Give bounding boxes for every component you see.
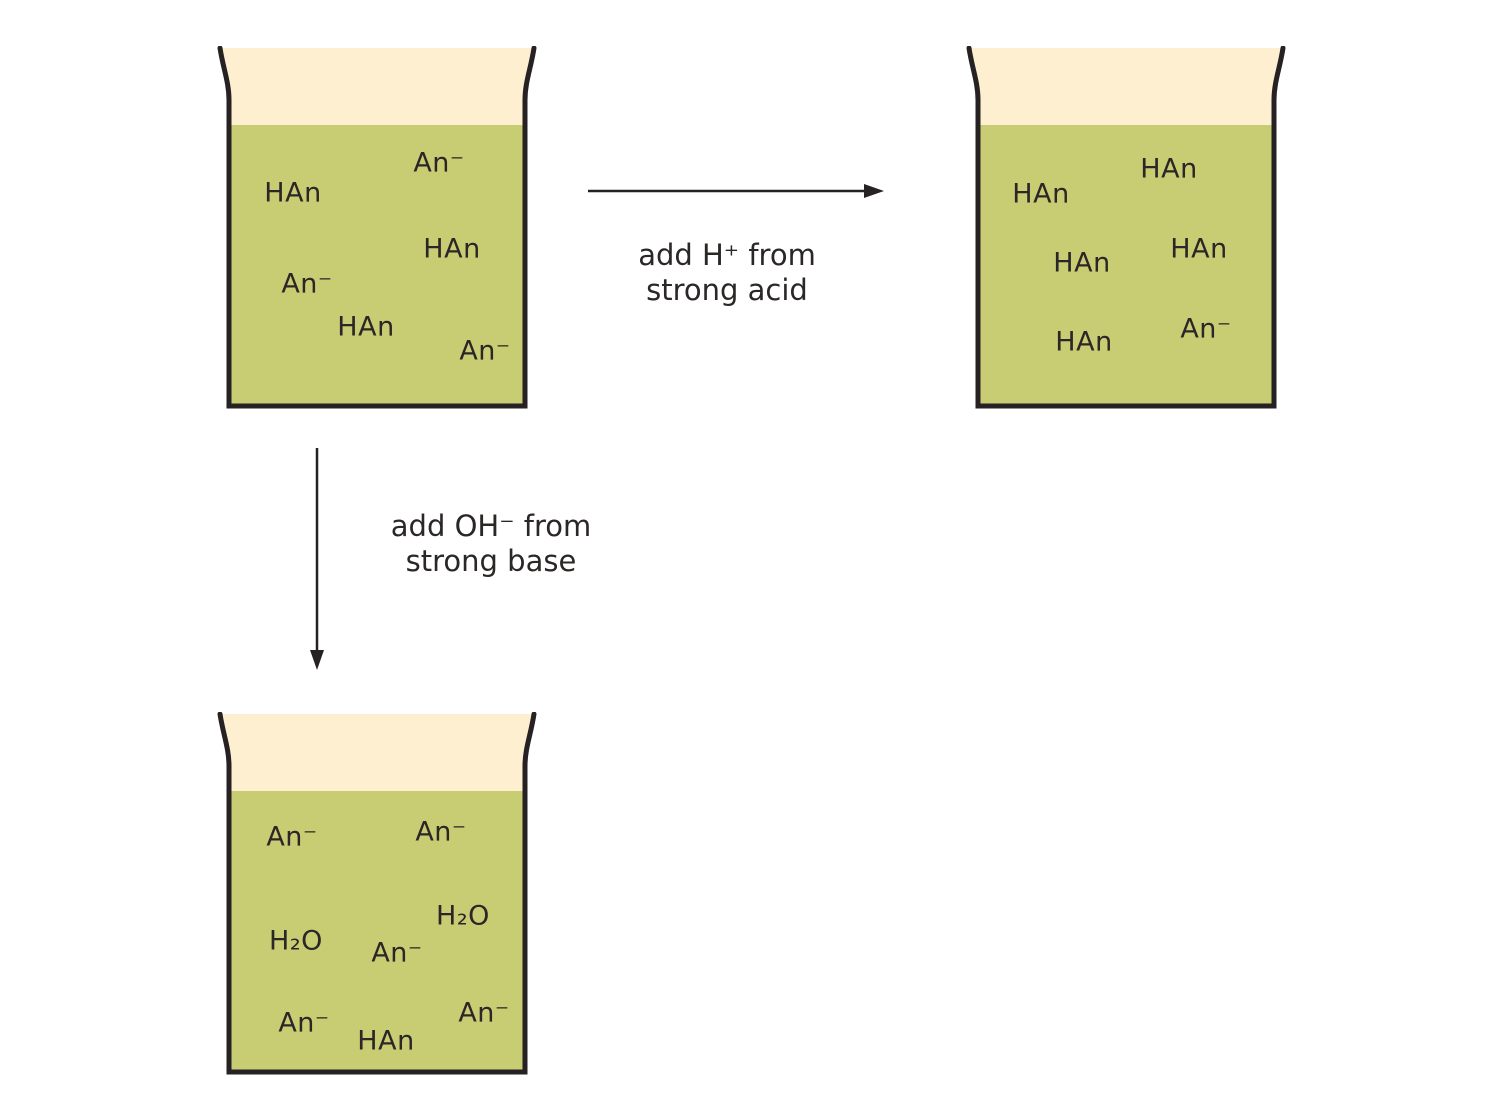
beaker-liquid <box>980 125 1272 404</box>
molecule-label: HAn <box>264 177 322 209</box>
molecule-label: An⁻ <box>371 937 423 969</box>
molecule-label: H₂O <box>269 925 323 957</box>
molecule-label: An⁻ <box>458 997 510 1029</box>
molecule-label: An⁻ <box>281 268 333 300</box>
beaker-after-base: An⁻ An⁻ H₂O H₂O An⁻ An⁻ An⁻ HAn <box>216 712 538 1077</box>
molecule-label: An⁻ <box>415 816 467 848</box>
beaker-glass <box>966 46 1286 409</box>
beaker-glass <box>217 712 537 1075</box>
down-arrow-icon <box>310 448 324 670</box>
beaker-initial-buffer: An⁻ HAn HAn An⁻ HAn An⁻ <box>216 46 538 411</box>
molecule-label: HAn <box>1055 326 1113 358</box>
beaker-after-acid: HAn HAn HAn HAn An⁻ HAn <box>965 46 1287 411</box>
right-arrow-icon <box>588 184 884 198</box>
molecule-label: HAn <box>337 311 395 343</box>
molecule-label: HAn <box>1053 247 1111 279</box>
molecule-label: HAn <box>1140 153 1198 185</box>
molecule-label: An⁻ <box>1180 313 1232 345</box>
molecule-label: HAn <box>1012 178 1070 210</box>
beaker-glass <box>217 46 537 409</box>
base-arrow-label-line1: add OH⁻ from <box>390 509 592 543</box>
molecule-label: HAn <box>1170 233 1228 265</box>
molecule-label: An⁻ <box>278 1007 330 1039</box>
molecule-label: An⁻ <box>459 335 511 367</box>
molecule-label: An⁻ <box>413 147 465 179</box>
base-arrow-label: add OH⁻ from strong base <box>361 509 621 579</box>
molecule-label: An⁻ <box>266 821 318 853</box>
beaker-liquid <box>231 791 523 1070</box>
molecule-label: HAn <box>423 233 481 265</box>
base-arrow-label-line2: strong base <box>405 544 577 578</box>
acid-arrow-label: add H⁺ from strong acid <box>597 238 857 308</box>
acid-arrow-label-line1: add H⁺ from <box>638 238 816 272</box>
molecule-label: H₂O <box>436 900 490 932</box>
beaker-liquid <box>231 125 523 404</box>
molecule-label: HAn <box>357 1025 415 1057</box>
acid-arrow-label-line2: strong acid <box>646 273 808 307</box>
